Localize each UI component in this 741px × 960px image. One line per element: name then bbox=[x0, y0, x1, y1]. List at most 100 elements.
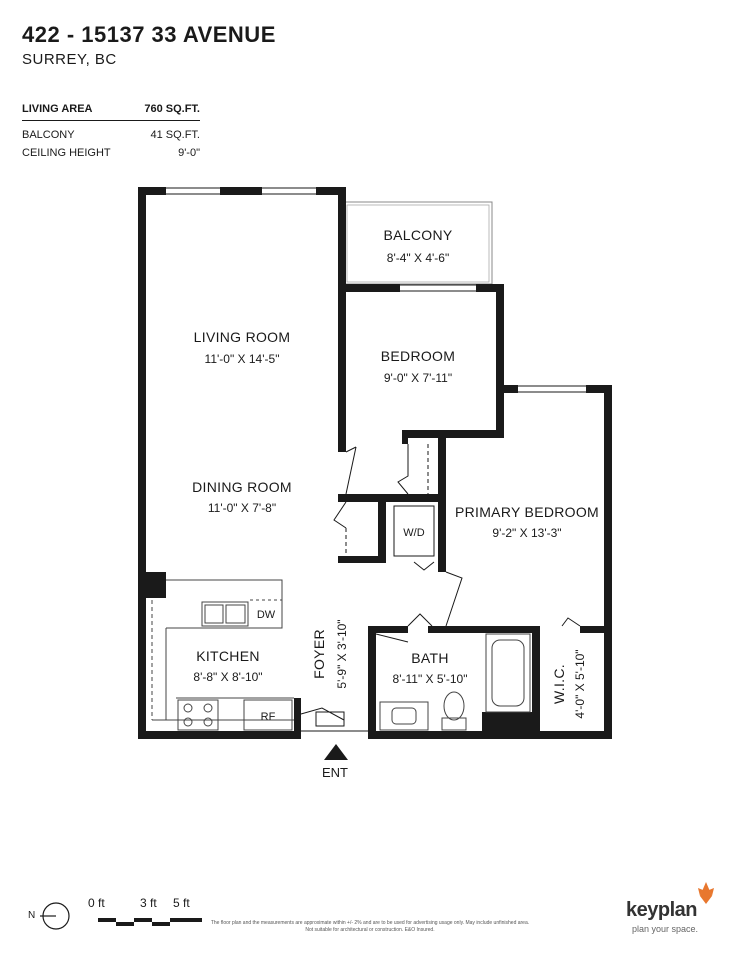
wd-door bbox=[413, 561, 435, 571]
entrance-label: ENT bbox=[322, 765, 348, 780]
bathtub-inner bbox=[491, 639, 525, 707]
wall-wic-left bbox=[532, 626, 540, 739]
dishwasher-label: DW bbox=[257, 609, 276, 621]
scale-segment bbox=[134, 918, 152, 922]
stat-ceiling-height: CEILING HEIGHT 9'-0" bbox=[22, 147, 200, 159]
wall-living-right bbox=[338, 187, 346, 452]
room-name-bedroom: BEDROOM bbox=[381, 348, 455, 364]
bath-door bbox=[407, 613, 433, 627]
kitchen-counters bbox=[151, 579, 294, 731]
stat-value: 9'-0" bbox=[178, 147, 200, 159]
disclaimer-text: The floor plan and the measurements are … bbox=[210, 920, 530, 933]
stat-value: 41 SQ.FT. bbox=[150, 129, 200, 141]
brand-tagline: plan your space. bbox=[632, 924, 699, 934]
wall-closet-divider bbox=[378, 494, 386, 562]
room-dims-kitchen: 8'-8" X 8'-10" bbox=[193, 670, 262, 684]
scale-segment bbox=[170, 918, 202, 922]
bath-fixtures bbox=[379, 633, 531, 731]
stat-living-area: LIVING AREA 760 SQ.FT. bbox=[22, 103, 200, 115]
windows bbox=[166, 187, 586, 393]
wall-wic-top bbox=[580, 626, 612, 633]
room-dims-bedroom: 9'-0" X 7'-11" bbox=[384, 371, 452, 385]
doors bbox=[300, 444, 581, 732]
balcony-inner-outline bbox=[346, 204, 490, 283]
burner bbox=[203, 703, 213, 713]
entry-door-panel bbox=[315, 711, 345, 727]
wall-right bbox=[604, 385, 612, 739]
wall-primary-left bbox=[438, 438, 446, 572]
scale-label-three: 3 ft bbox=[140, 896, 157, 910]
scale-segment bbox=[116, 922, 134, 926]
scale-label-zero: 0 ft bbox=[88, 896, 105, 910]
listing-city: SURREY, BC bbox=[22, 51, 117, 68]
room-name-foyer: FOYER bbox=[311, 629, 327, 679]
stat-label: BALCONY bbox=[22, 129, 75, 141]
stat-label: CEILING HEIGHT bbox=[22, 147, 111, 159]
sink-basin bbox=[225, 604, 246, 624]
wic-door bbox=[561, 617, 581, 627]
closet-door-dining bbox=[333, 501, 347, 529]
room-dims-dining: 11'-0" X 7'-8" bbox=[208, 501, 276, 515]
north-label: N bbox=[28, 910, 36, 921]
kitchen-island bbox=[166, 579, 283, 629]
sink-basin bbox=[204, 604, 224, 624]
room-name-bath: BATH bbox=[411, 650, 449, 666]
wall-top-a bbox=[138, 187, 166, 195]
wall-closet-bottom bbox=[338, 556, 386, 563]
wall-closet-top bbox=[338, 494, 442, 502]
door-leaf bbox=[345, 446, 357, 495]
bath-door-leaf bbox=[375, 633, 409, 643]
toilet-tank bbox=[441, 717, 467, 731]
wall-foyer-left bbox=[294, 698, 301, 739]
room-dims-primary-bedroom: 9'-2" X 13'-3" bbox=[492, 526, 561, 540]
sink bbox=[201, 601, 249, 627]
wall-bedroom-bottom-stub bbox=[402, 430, 408, 444]
washer-dryer-label: W/D bbox=[403, 527, 424, 539]
brand-logo: keyplan bbox=[626, 899, 697, 921]
wall-primary-top-a bbox=[496, 385, 518, 393]
room-name-dining: DINING ROOM bbox=[192, 479, 292, 495]
room-dims-wic: 4'-0" X 5'-10" bbox=[573, 649, 587, 718]
toilet-bowl bbox=[443, 691, 465, 721]
room-dims-balcony: 8'-4" X 4'-6" bbox=[387, 251, 449, 265]
stats-divider bbox=[22, 120, 200, 121]
refrigerator-label: RF bbox=[261, 711, 276, 723]
stat-label: LIVING AREA bbox=[22, 103, 93, 115]
stove bbox=[177, 699, 219, 731]
wall-bath-corner bbox=[482, 712, 536, 739]
bathtub bbox=[485, 633, 531, 713]
room-dims-living: 11'-0" X 14'-5" bbox=[205, 352, 280, 366]
wall-column bbox=[138, 572, 166, 598]
room-name-primary-bedroom: PRIMARY BEDROOM bbox=[455, 504, 599, 520]
scale-segment bbox=[152, 922, 170, 926]
north-compass-icon bbox=[40, 902, 70, 930]
refrigerator bbox=[243, 699, 293, 731]
burner bbox=[203, 717, 213, 727]
room-dims-foyer: 5'-9" X 3'-10" bbox=[335, 619, 349, 688]
closet-door bbox=[397, 444, 409, 495]
wall-bedroom-right bbox=[496, 284, 504, 438]
stat-value: 760 SQ.FT. bbox=[144, 103, 200, 115]
scale-label-five: 5 ft bbox=[173, 896, 190, 910]
wall-left bbox=[138, 187, 146, 739]
wall-bedroom-bottom bbox=[402, 430, 504, 438]
wall-primary-top-b bbox=[586, 385, 612, 393]
wall-bottom-left bbox=[138, 731, 300, 739]
burner bbox=[183, 717, 193, 727]
entry-arrow-icon bbox=[324, 744, 348, 760]
stat-balcony: BALCONY 41 SQ.FT. bbox=[22, 129, 200, 141]
wall-bedroom-top-b bbox=[476, 284, 504, 292]
vanity-sink bbox=[391, 707, 417, 725]
entry-door bbox=[300, 707, 345, 721]
room-dims-bath: 8'-11" X 5'-10" bbox=[393, 672, 468, 686]
room-name-wic: W.I.C. bbox=[551, 664, 567, 704]
wall-bath-top-a bbox=[368, 626, 408, 633]
door-leaf bbox=[345, 446, 357, 453]
wall-top-b bbox=[220, 187, 262, 195]
wall-bath-left bbox=[368, 626, 376, 739]
listing-address: 422 - 15137 33 AVENUE bbox=[22, 22, 276, 47]
room-name-balcony: BALCONY bbox=[383, 227, 452, 243]
walls bbox=[138, 187, 612, 739]
primary-door bbox=[445, 571, 463, 627]
